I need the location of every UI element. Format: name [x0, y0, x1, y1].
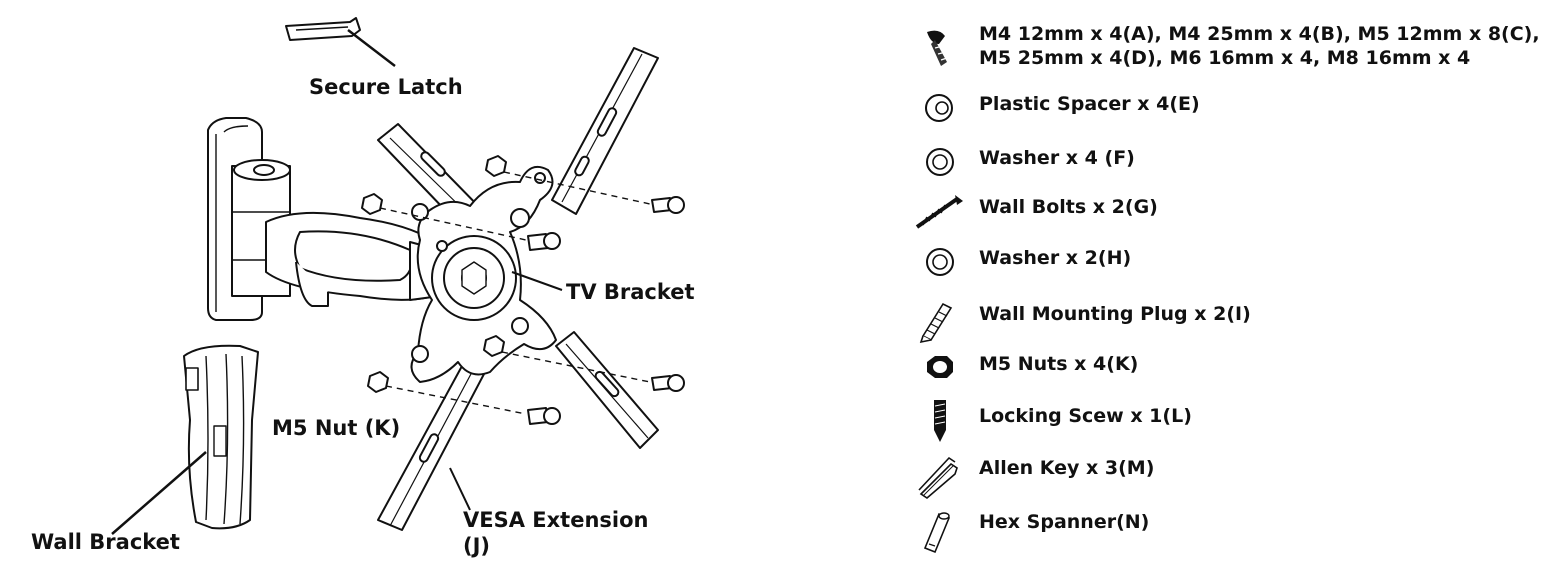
part-description-line: Wall Mounting Plug x 2(I) [979, 303, 1251, 325]
part-description-line: M4 12mm x 4(A), M4 25mm x 4(B), M5 12mm … [979, 23, 1540, 45]
part-description-line: Hex Spanner(N) [979, 511, 1150, 533]
part-description-line: Wall Bolts x 2(G) [979, 196, 1158, 218]
locking-screw-icon [934, 400, 946, 442]
part-description-line: M5 Nuts x 4(K) [979, 353, 1139, 375]
part-description-line: Plastic Spacer x 4(E) [979, 93, 1200, 115]
parts-list-item: M4 12mm x 4(A), M4 25mm x 4(B), M5 12mm … [905, 18, 1545, 78]
part-description-line: Washer x 4 (F) [979, 147, 1135, 169]
vesa-extension-arm-top-right [551, 47, 659, 215]
part-description: Plastic Spacer x 4(E) [979, 92, 1200, 116]
m5-nut-part [361, 155, 507, 393]
exploded-view-diagram [111, 17, 685, 535]
wall-bracket-part [111, 344, 259, 535]
vesa-extension-label-id: (J) [463, 534, 491, 558]
parts-list-item: Locking Scew x 1(L) [905, 392, 1545, 452]
parts-list-item: Washer x 4 (F) [905, 134, 1545, 194]
screw-icon [927, 30, 948, 66]
parts-list-item: Plastic Spacer x 4(E) [905, 80, 1545, 140]
parts-list-item: Allen Key x 3(M) [905, 444, 1545, 504]
hex-spanner-icon [923, 512, 951, 554]
part-description: M4 12mm x 4(A), M4 25mm x 4(B), M5 12mm … [979, 22, 1540, 70]
part-description: Washer x 4 (F) [979, 146, 1135, 170]
vesa-extension-arm-bottom-right [555, 331, 659, 449]
vesa-extension-label: VESA Extension [463, 508, 649, 532]
wall-plate-part [207, 117, 291, 321]
plastic-spacer-icon [925, 94, 953, 122]
tv-bracket-plate-part [410, 166, 557, 383]
part-description: Locking Scew x 1(L) [979, 404, 1192, 428]
part-description: Washer x 2(H) [979, 246, 1131, 270]
assembly-guide-lines [379, 171, 651, 415]
secure-latch-label: Secure Latch [309, 75, 463, 99]
leader-lines [449, 271, 563, 511]
wall-plug-icon [919, 302, 953, 344]
part-description: Allen Key x 3(M) [979, 456, 1154, 480]
allen-key-icon [918, 456, 958, 500]
m5-nut-label: M5 Nut (K) [272, 416, 401, 440]
part-description-line: Allen Key x 3(M) [979, 457, 1155, 479]
nut-icon [927, 356, 953, 378]
screw-part [527, 196, 685, 425]
parts-list-item: Wall Mounting Plug x 2(I) [905, 290, 1545, 350]
part-description: Wall Mounting Plug x 2(I) [979, 302, 1251, 326]
part-description-line: M5 25mm x 4(D), M6 16mm x 4, M8 16mm x 4 [979, 47, 1471, 69]
part-description: Wall Bolts x 2(G) [979, 195, 1158, 219]
wall-bolt-icon [915, 195, 963, 229]
parts-list-item: Wall Bolts x 2(G) [905, 183, 1545, 243]
tv-bracket-label: TV Bracket [566, 280, 695, 304]
secure-latch-part [285, 17, 396, 67]
washer-icon [926, 248, 954, 276]
wall-bracket-label: Wall Bracket [31, 530, 180, 554]
part-description: M5 Nuts x 4(K) [979, 352, 1138, 376]
part-description: Hex Spanner(N) [979, 510, 1149, 534]
part-description-line: Washer x 2(H) [979, 247, 1132, 269]
parts-list-item: Washer x 2(H) [905, 234, 1545, 294]
parts-list-item: Hex Spanner(N) [905, 498, 1545, 558]
washer-icon [926, 148, 954, 176]
part-description-line: Locking Scew x 1(L) [979, 405, 1192, 427]
parts-list-item: M5 Nuts x 4(K) [905, 340, 1545, 400]
